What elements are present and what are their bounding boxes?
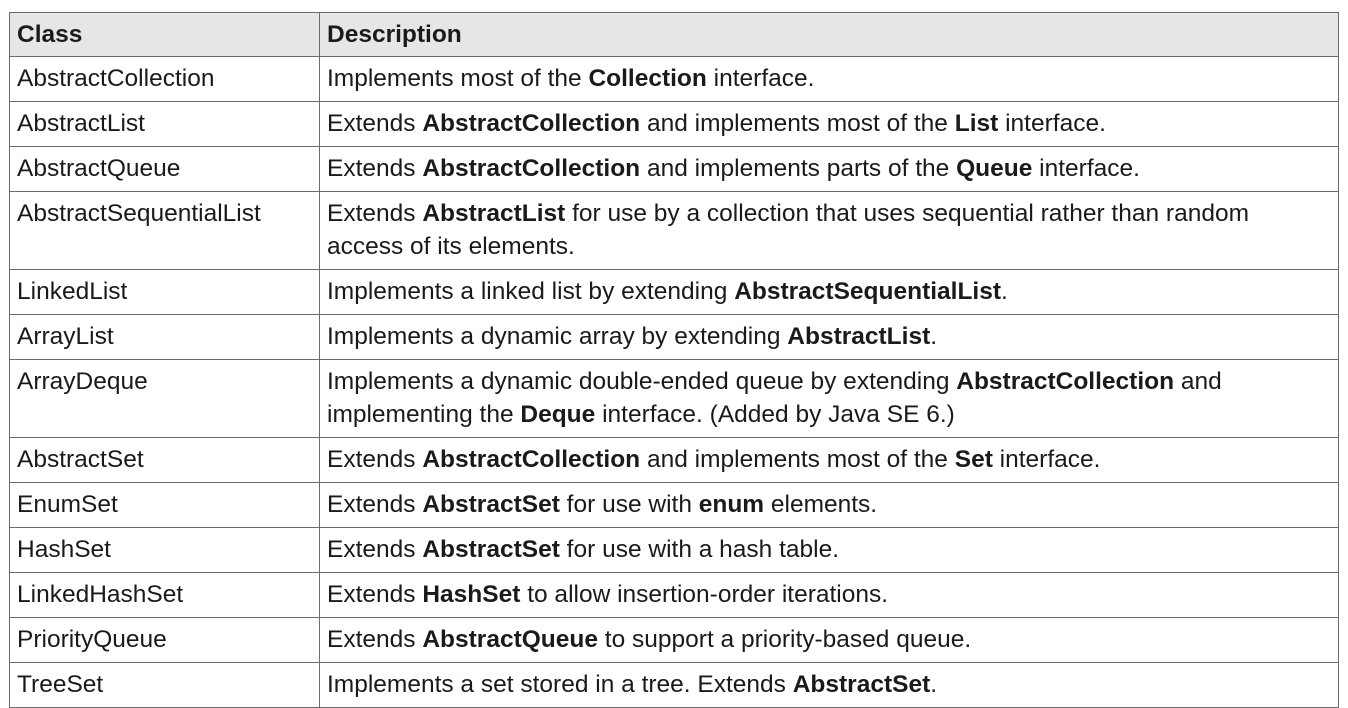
class-name-cell: TreeSet — [9, 662, 320, 708]
description-text: interface. — [1032, 155, 1140, 182]
description-bold-term: AbstractList — [787, 323, 931, 350]
description-text: Implements most of the — [327, 65, 589, 92]
class-name-cell: ArrayDeque — [9, 359, 320, 438]
description-cell: Extends AbstractCollection and implement… — [319, 437, 1339, 483]
description-bold-term: Queue — [956, 155, 1033, 182]
description-bold-term: enum — [698, 491, 765, 518]
header-description: Description — [319, 12, 1339, 57]
description-text: interface. — [998, 110, 1106, 137]
description-text: to allow insertion-order iterations. — [520, 581, 889, 608]
description-cell: Extends AbstractCollection and implement… — [319, 101, 1339, 147]
class-name-cell: AbstractQueue — [9, 146, 320, 192]
description-text: for use by a collection that uses sequen… — [327, 200, 1249, 260]
class-name-cell: ArrayList — [9, 314, 320, 360]
description-bold-term: HashSet — [422, 581, 521, 608]
description-bold-term: Collection — [588, 65, 707, 92]
description-text: Extends — [327, 446, 423, 473]
description-text: and implements most of the — [640, 446, 955, 473]
description-text: interface. (Added by Java SE 6.) — [595, 401, 955, 428]
description-text: . — [1001, 278, 1008, 305]
description-bold-term: AbstractCollection — [422, 446, 641, 473]
description-text: Implements a dynamic array by extending — [327, 323, 788, 350]
description-text: interface. — [706, 65, 815, 92]
description-cell: Implements a dynamic double-ended queue … — [319, 359, 1339, 438]
description-cell: Extends AbstractList for use by a collec… — [319, 191, 1339, 270]
description-bold-term: AbstractSet — [422, 536, 560, 563]
description-bold-term: AbstractList — [422, 200, 566, 227]
description-cell: Extends AbstractSet for use with a hash … — [319, 527, 1339, 573]
description-bold-term: Deque — [520, 401, 596, 428]
class-name-cell: AbstractCollection — [9, 56, 320, 102]
description-text: and implements most of the — [640, 110, 955, 137]
class-name-cell: AbstractList — [9, 101, 320, 147]
description-bold-term: AbstractSet — [792, 671, 931, 698]
description-text: interface. — [992, 446, 1101, 473]
description-cell: Extends AbstractCollection and implement… — [319, 146, 1339, 192]
table-row: ArrayDeque Implements a dynamic double-en… — [9, 359, 1339, 438]
class-name-cell: EnumSet — [9, 482, 320, 528]
description-text: . — [930, 323, 938, 350]
description-cell: Implements a linked list by extending Ab… — [319, 269, 1339, 315]
class-name-cell: AbstractSet — [9, 437, 320, 483]
class-name-cell: LinkedList — [9, 269, 320, 315]
class-name-cell: PriorityQueue — [9, 617, 320, 663]
description-text: Implements a linked list by extending — [327, 278, 735, 305]
table-row: TreeSet Implements a set stored in a tree… — [9, 662, 1339, 708]
class-name-cell: AbstractSequentialList — [9, 191, 320, 270]
description-bold-term: AbstractCollection — [956, 368, 1175, 395]
description-cell: Extends AbstractSet for use with enum el… — [319, 482, 1339, 528]
description-text: elements. — [764, 491, 878, 518]
description-cell: Extends HashSet to allow insertion-order… — [319, 572, 1339, 618]
description-cell: Extends AbstractQueue to support a prior… — [319, 617, 1339, 663]
description-text: for use with — [559, 491, 699, 518]
description-text: Extends — [327, 491, 423, 518]
description-bold-term: AbstractCollection — [422, 155, 641, 182]
description-text: Extends — [327, 626, 423, 653]
description-bold-term: AbstractCollection — [422, 110, 641, 137]
description-text: to support a priority-based queue. — [597, 626, 972, 653]
header-class: Class — [9, 12, 320, 57]
description-text: Extends — [327, 110, 423, 137]
description-text: Extends — [327, 581, 423, 608]
description-bold-term: AbstractQueue — [422, 626, 598, 653]
description-cell: Implements a set stored in a tree. Exten… — [319, 662, 1339, 708]
description-bold-term: AbstractSequentialList — [734, 278, 1002, 305]
description-bold-term: AbstractSet — [422, 491, 560, 518]
description-text: Implements a dynamic double-ended queue … — [327, 368, 957, 395]
description-cell: Implements most of the Collection interf… — [319, 56, 1339, 102]
description-bold-term: Set — [954, 446, 993, 473]
description-bold-term: List — [954, 110, 999, 137]
description-text: Extends — [327, 200, 423, 227]
description-text: Extends — [327, 155, 423, 182]
description-text: . — [930, 671, 938, 698]
description-text: Extends — [327, 536, 423, 563]
class-name-cell: LinkedHashSet — [9, 572, 320, 618]
header-row: Class Description — [9, 12, 1339, 57]
class-name-cell: HashSet — [9, 527, 320, 573]
description-text: for use with a hash table. — [559, 536, 840, 563]
description-cell: Implements a dynamic array by extending … — [319, 314, 1339, 360]
description-text: and implementing the — [327, 368, 1222, 428]
table-header: Class Description — [9, 12, 1339, 57]
description-text: and implements parts of the — [640, 155, 957, 182]
description-text: Implements a set stored in a tree. Exten… — [327, 671, 793, 698]
